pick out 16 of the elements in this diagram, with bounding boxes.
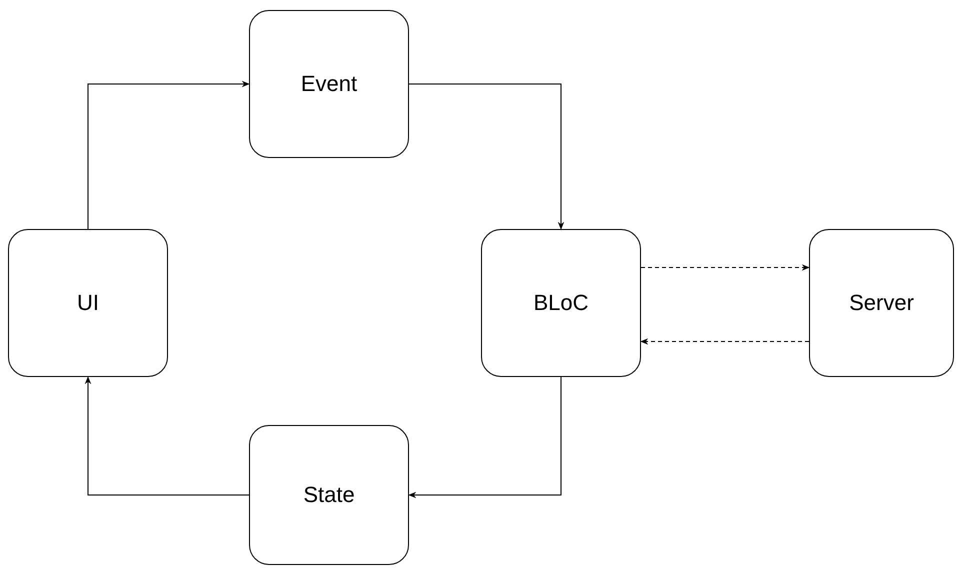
arrow	[84, 376, 250, 496]
arrow	[408, 84, 564, 230]
node-label: BLoC	[533, 290, 589, 316]
arrow	[408, 376, 562, 498]
process-box	[8, 229, 168, 377]
arrow	[640, 264, 810, 271]
process-box	[809, 229, 954, 377]
process-box	[249, 10, 409, 158]
arrow	[640, 338, 810, 345]
process-box	[481, 229, 641, 377]
process-box	[249, 425, 409, 565]
node-label: Event	[300, 71, 358, 97]
node-label: UI	[77, 290, 99, 316]
arrow	[88, 80, 250, 230]
node-label: State	[303, 482, 355, 508]
node-label: Server	[849, 290, 914, 316]
